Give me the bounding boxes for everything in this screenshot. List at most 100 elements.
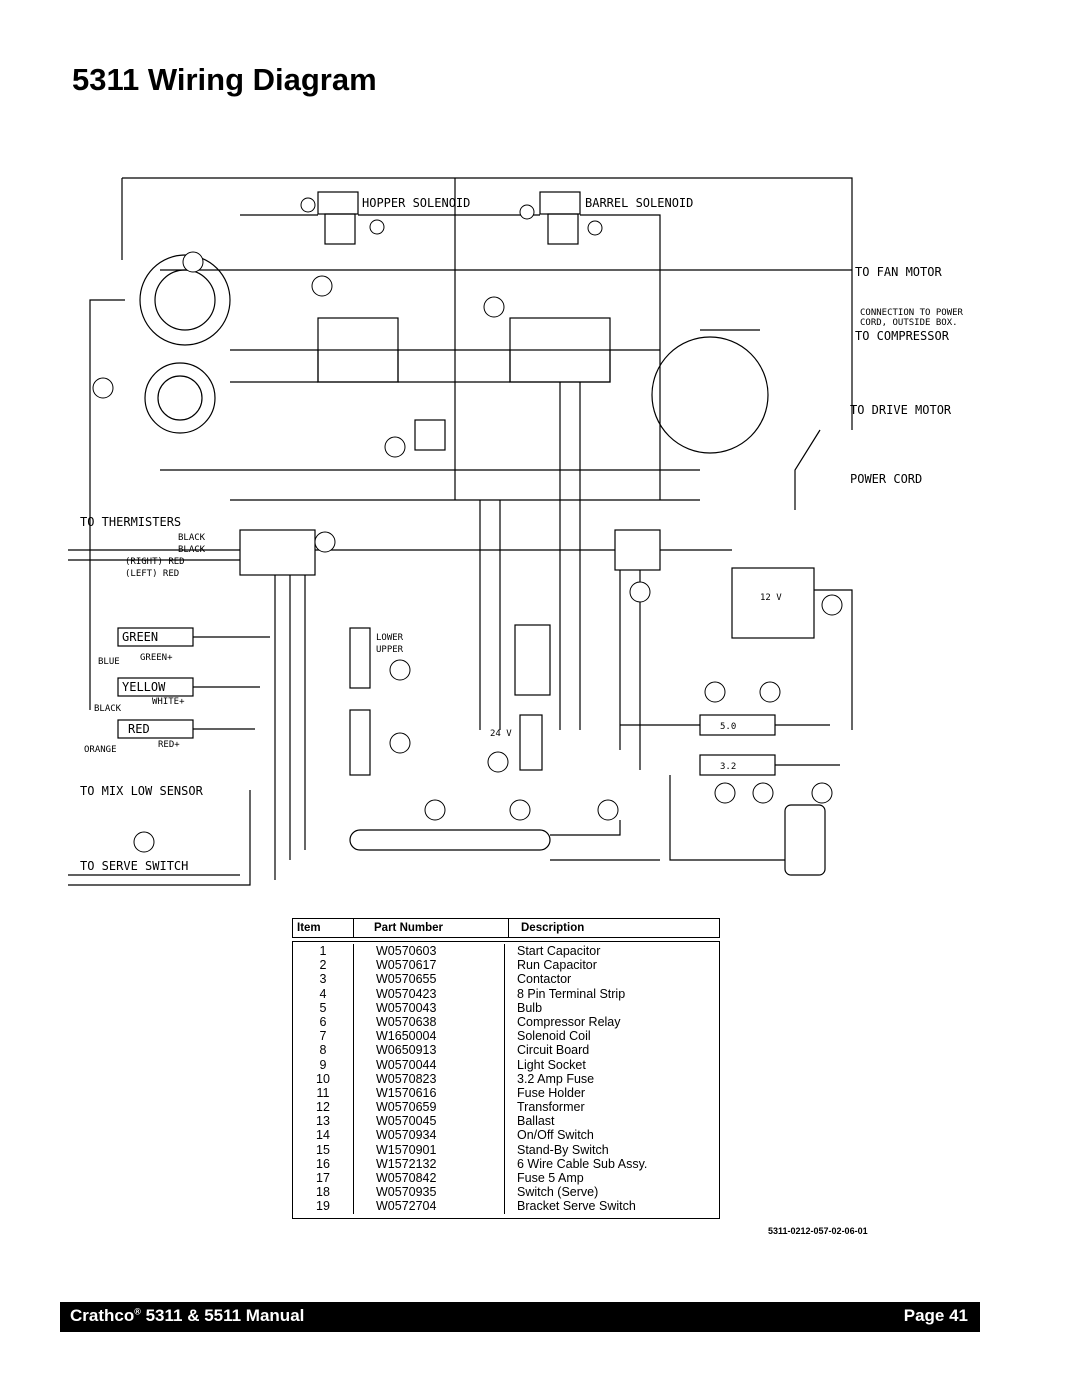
cell-part-number: W0570045 xyxy=(354,1114,505,1129)
label-hopper-solenoid: HOPPER SOLENOID xyxy=(362,196,470,210)
label-12v: 12 V xyxy=(760,593,782,603)
label-green-box: GREEN xyxy=(122,630,158,644)
cell-description: Ballast xyxy=(517,1114,555,1129)
cell-item: 10 xyxy=(293,1071,354,1086)
cell-description: 6 Wire Cable Sub Assy. xyxy=(517,1156,648,1171)
cell-part-number: W0570603 xyxy=(354,944,505,959)
label-fuse-3-2: 3.2 xyxy=(720,762,736,772)
label-left-red: (LEFT) RED xyxy=(125,569,179,579)
cell-part-number: W0570043 xyxy=(354,1000,505,1015)
cell-item: 6 xyxy=(293,1014,354,1030)
footer-brand: Crathco xyxy=(70,1306,135,1325)
cell-description: Compressor Relay xyxy=(517,1014,621,1029)
cell-description: Fuse 5 Amp xyxy=(517,1171,584,1185)
cell-item: 18 xyxy=(293,1185,354,1200)
cell-part-number: W0570842 xyxy=(354,1171,505,1186)
label-fuse-5: 5.0 xyxy=(720,722,736,732)
label-upper: UPPER xyxy=(376,645,404,655)
label-to-mix-low-sensor: TO MIX LOW SENSOR xyxy=(80,784,204,798)
cell-item: 15 xyxy=(293,1142,354,1157)
cell-part-number: W0572704 xyxy=(354,1199,505,1214)
cell-item: 11 xyxy=(293,1085,354,1101)
header-part-number: Part Number xyxy=(354,919,509,937)
label-yellow-box: YELLOW xyxy=(122,680,166,694)
document-code: 5311-0212-057-02-06-01 xyxy=(768,1226,868,1236)
cell-part-number: W1570616 xyxy=(354,1085,505,1101)
cell-item: 16 xyxy=(293,1156,354,1171)
label-black-1: BLACK xyxy=(178,533,206,543)
cell-description: Start Capacitor xyxy=(517,944,601,958)
footer-manual-title: Crathco® 5311 & 5511 Manual xyxy=(70,1306,304,1326)
cell-description: Bulb xyxy=(517,1000,543,1015)
cell-description: 8 Pin Terminal Strip xyxy=(517,986,626,1001)
label-lower: LOWER xyxy=(376,633,404,643)
label-white-plus: WHITE+ xyxy=(152,697,185,707)
cell-item: 2 xyxy=(293,958,354,973)
label-red-plus: RED+ xyxy=(158,740,180,750)
cell-part-number: W0570935 xyxy=(354,1185,505,1200)
page-number: Page 41 xyxy=(903,1306,968,1325)
cell-part-number: W1572132 xyxy=(354,1156,505,1171)
label-power-cord: POWER CORD xyxy=(850,472,922,486)
label-right-red: (RIGHT) RED xyxy=(125,557,185,567)
label-barrel-solenoid: BARREL SOLENOID xyxy=(585,196,693,210)
cell-part-number: W0570638 xyxy=(354,1014,505,1030)
cell-item: 4 xyxy=(293,986,354,1001)
registered-mark: ® xyxy=(134,1306,141,1317)
cell-description: On/Off Switch xyxy=(517,1128,594,1143)
cell-item: 8 xyxy=(293,1043,354,1058)
cell-part-number: W0650913 xyxy=(354,1043,505,1058)
cell-item: 19 xyxy=(293,1199,354,1214)
cell-item: 9 xyxy=(293,1057,354,1072)
cell-part-number: W0570423 xyxy=(354,986,505,1001)
cell-item: 13 xyxy=(293,1114,354,1129)
cell-item: 1 xyxy=(293,944,354,959)
cell-part-number: W0570823 xyxy=(354,1071,505,1086)
label-to-fan-motor: TO FAN MOTOR xyxy=(855,265,942,279)
label-to-serve-switch: TO SERVE SWITCH xyxy=(80,859,188,873)
cell-item: 5 xyxy=(293,1000,354,1015)
label-blue: BLUE xyxy=(98,657,120,667)
label-orange: ORANGE xyxy=(84,745,117,755)
header-description: Description xyxy=(521,922,585,934)
cell-part-number: W0570655 xyxy=(354,972,505,987)
parts-table-header: Item Part Number Description xyxy=(292,918,720,938)
label-green-plus: GREEN+ xyxy=(140,653,173,663)
cell-part-number: W1650004 xyxy=(354,1029,505,1044)
cell-description: Solenoid Coil xyxy=(517,1029,591,1044)
label-connection-note-2: CORD, OUTSIDE BOX. xyxy=(860,318,958,328)
cell-description: Fuse Holder xyxy=(517,1085,586,1100)
cell-part-number: W0570617 xyxy=(354,958,505,973)
label-to-thermisters: TO THERMISTERS xyxy=(80,515,181,529)
cell-item: 12 xyxy=(293,1100,354,1115)
cell-description: Run Capacitor xyxy=(517,958,597,973)
label-to-drive-motor: TO DRIVE MOTOR xyxy=(850,403,952,417)
cell-description: Transformer xyxy=(517,1100,585,1115)
cell-item: 17 xyxy=(293,1171,354,1186)
page-footer: Crathco® 5311 & 5511 Manual Page 41 xyxy=(60,1302,980,1332)
cell-description: 3.2 Amp Fuse xyxy=(517,1071,595,1086)
label-connection-note-1: CONNECTION TO POWER xyxy=(860,308,964,318)
cell-description: Contactor xyxy=(517,972,572,987)
label-to-compressor: TO COMPRESSOR xyxy=(855,329,950,343)
cell-part-number: W0570659 xyxy=(354,1100,505,1115)
cell-item: 7 xyxy=(293,1029,354,1044)
cell-part-number: W0570934 xyxy=(354,1128,505,1143)
cell-description: Light Socket xyxy=(517,1057,586,1072)
